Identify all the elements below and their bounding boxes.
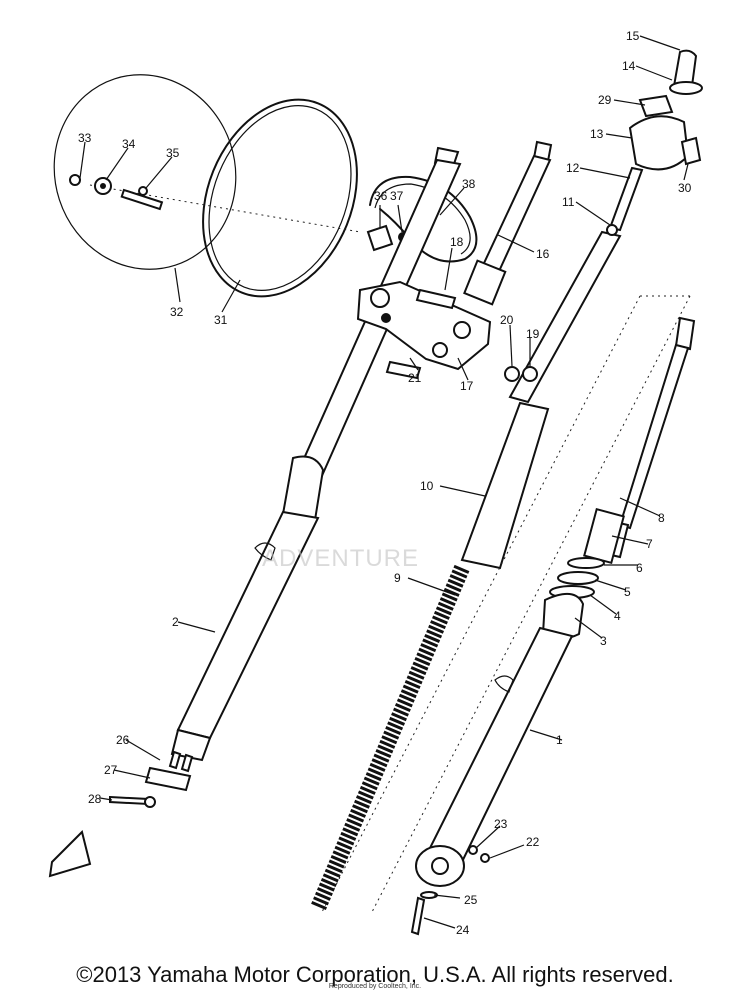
part-label: 1 xyxy=(556,733,563,747)
part-label: 7 xyxy=(646,537,653,551)
lower-bracket xyxy=(356,280,538,382)
headlight-lens xyxy=(53,74,237,270)
part-label: 13 xyxy=(590,127,604,141)
part-label: 34 xyxy=(122,137,136,151)
part-label: 20 xyxy=(500,313,514,327)
part-label: 8 xyxy=(658,511,665,525)
part-label: 16 xyxy=(536,247,550,261)
fork-spring xyxy=(310,564,470,912)
part-label: 24 xyxy=(456,923,470,937)
part-label: 32 xyxy=(170,305,184,319)
part-label: 33 xyxy=(78,131,92,145)
watermark: ADVENTURE xyxy=(262,545,420,572)
copyright-notice: ©2013 Yamaha Motor Corporation, U.S.A. A… xyxy=(76,962,674,987)
headlight-rim xyxy=(202,98,358,298)
part-label: 11 xyxy=(562,195,575,209)
part-label: 4 xyxy=(614,609,621,623)
part-label: 2 xyxy=(172,615,179,629)
part-label: 12 xyxy=(566,161,580,175)
part-label: 22 xyxy=(526,835,540,849)
reproduction-credit: Reproduced by Cooltech, Inc. xyxy=(328,983,422,990)
part-label: 15 xyxy=(626,29,640,43)
part-label: 17 xyxy=(460,379,474,393)
right-outer-leg xyxy=(422,626,574,872)
front-arrow xyxy=(48,830,92,878)
upper-fork-cover xyxy=(281,455,325,523)
part-label: 23 xyxy=(494,817,508,831)
part-label: 3 xyxy=(600,634,607,648)
part-label: 25 xyxy=(464,893,478,907)
part-label: 5 xyxy=(624,585,631,599)
part-label: 9 xyxy=(394,571,401,585)
axle-clamp xyxy=(144,766,192,792)
part-label: 30 xyxy=(678,181,692,195)
part-label: 18 xyxy=(450,235,464,249)
steering-nut xyxy=(628,115,690,171)
part-label: 36 xyxy=(374,189,388,203)
part-label: 28 xyxy=(88,792,102,806)
headlight-bracket xyxy=(366,224,394,252)
part-number-labels: 1 2 3 4 5 6 7 8 9 10 11 12 13 14 15 16 1… xyxy=(78,29,692,937)
part-label: 35 xyxy=(166,146,180,160)
part-label: 21 xyxy=(408,371,422,385)
fork-spring-coil xyxy=(310,564,470,912)
lower-fork-tube xyxy=(460,401,550,570)
part-label: 29 xyxy=(598,93,612,107)
headlight-assembly xyxy=(53,74,478,298)
stem-parts xyxy=(606,49,703,236)
part-label: 27 xyxy=(104,763,118,777)
leader-lines xyxy=(79,35,689,929)
part-label: 37 xyxy=(390,189,404,203)
part-label: 6 xyxy=(636,561,643,575)
part-label: 14 xyxy=(622,59,636,73)
part-label: 19 xyxy=(526,327,540,341)
part-label: 26 xyxy=(116,733,130,747)
right-fork-tube xyxy=(460,140,622,570)
part-label: 31 xyxy=(214,313,228,327)
damper-rod-assembly xyxy=(321,295,696,936)
part-label: 38 xyxy=(462,177,476,191)
part-label: 10 xyxy=(420,479,434,493)
